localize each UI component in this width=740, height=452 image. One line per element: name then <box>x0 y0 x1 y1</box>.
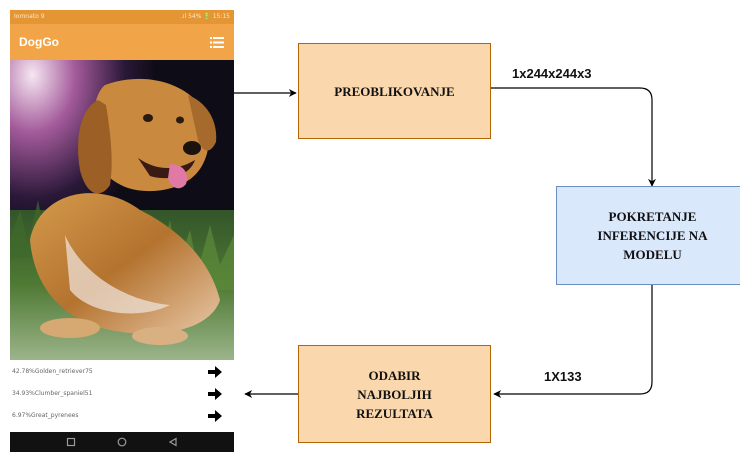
arrow-right-icon[interactable] <box>208 366 222 378</box>
app-title: DogGo <box>19 35 59 49</box>
result-text: 34.93%Clumber_spaniel51 <box>12 390 93 397</box>
results-list: 42.78%Golden_retriever75 34.93%Clumber_s… <box>10 362 234 432</box>
result-text: 42.78%Golden_retriever75 <box>12 368 93 375</box>
status-carrier: Iomnato 9 <box>14 13 45 20</box>
box-inference-line: POKRETANJE <box>608 209 697 224</box>
box-select-line: ODABIR <box>368 367 421 383</box>
app-bar: DogGo <box>10 24 234 60</box>
box-preoblikovanje-line: PREOBLIKOVANJE <box>334 83 455 99</box>
edge-inference-to-select <box>493 285 653 398</box>
result-row[interactable]: 42.78%Golden_retriever75 <box>10 362 234 382</box>
box-select-line: REZULTATA <box>356 405 433 421</box>
phone-screenshot: Iomnato 9 .ıl 54% 🔋 15:15 DogGo <box>10 10 234 452</box>
box-inference-line: MODELU <box>623 247 682 262</box>
edge-label-tensor-shape: 1x244x244x3 <box>512 66 592 81</box>
edge-reshape-to-inference <box>491 87 656 187</box>
home-icon[interactable] <box>117 437 127 447</box>
result-text: 6.97%Great_pyrenees <box>12 412 79 419</box>
box-pokretanje-inferencije: POKRETANJE INFERENCIJE NA MODELU <box>556 186 740 285</box>
box-inference-line: INFERENCIJE NA <box>597 228 708 243</box>
edge-label-output-shape: 1X133 <box>544 369 582 384</box>
result-row[interactable]: 34.93%Clumber_spaniel51 <box>10 384 234 404</box>
box-select-line: NAJBOLJIH <box>357 386 432 402</box>
status-bar: Iomnato 9 .ıl 54% 🔋 15:15 <box>10 10 234 24</box>
box-preoblikovanje: PREOBLIKOVANJE <box>298 43 491 139</box>
back-icon[interactable] <box>168 437 178 447</box>
recents-icon[interactable] <box>66 437 76 447</box>
result-row[interactable]: 6.97%Great_pyrenees <box>10 406 234 426</box>
arrow-right-icon[interactable] <box>208 410 222 422</box>
arrow-right-icon[interactable] <box>208 388 222 400</box>
status-indicators: .ıl 54% 🔋 15:15 <box>180 13 230 20</box>
android-navbar <box>10 432 234 452</box>
box-odabir-rezultata: ODABIR NAJBOLJIH REZULTATA <box>298 345 491 443</box>
list-menu-icon[interactable] <box>210 37 224 48</box>
dog-photo <box>10 60 234 360</box>
